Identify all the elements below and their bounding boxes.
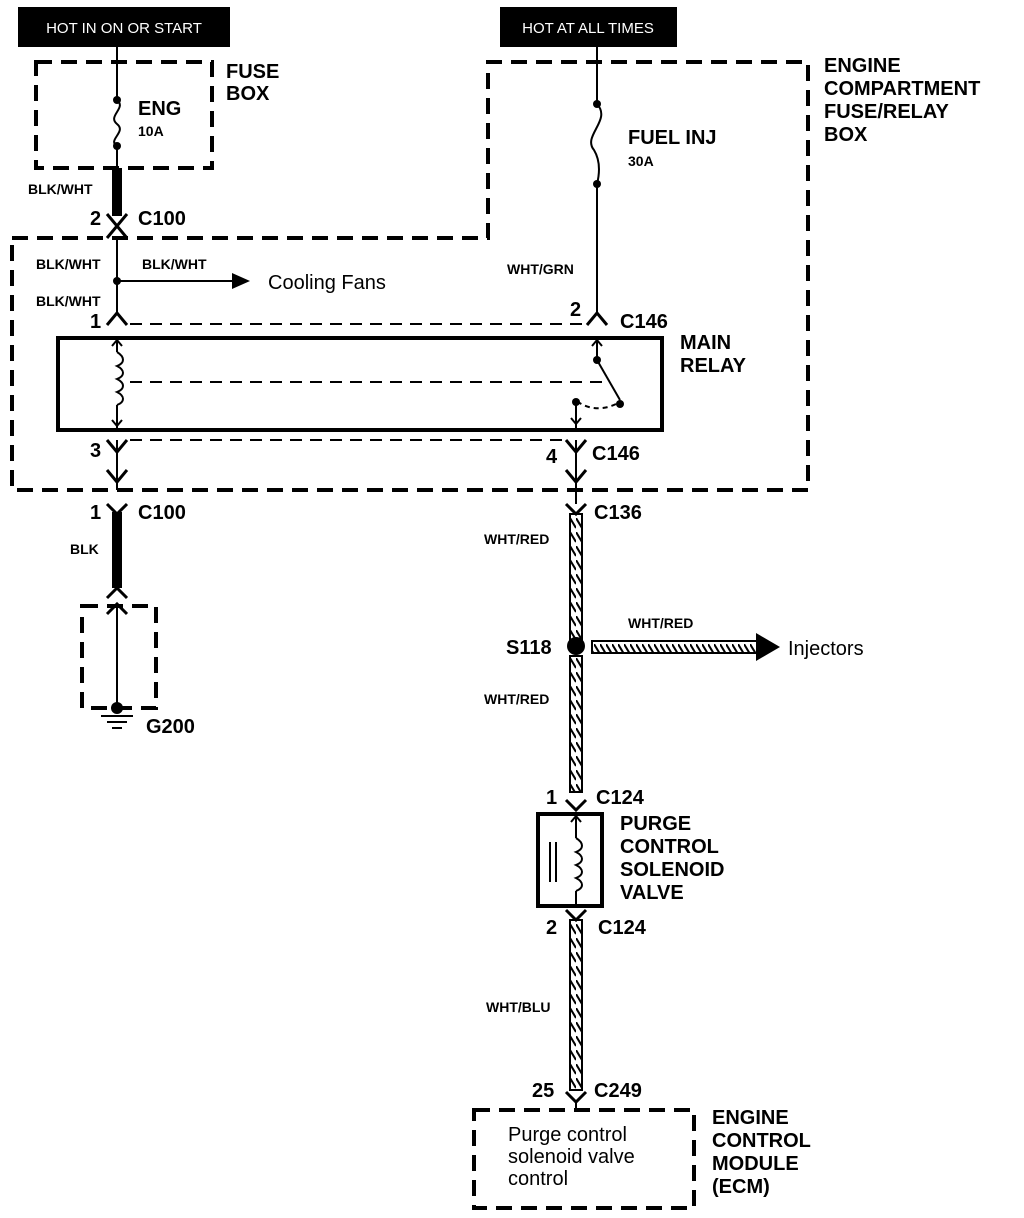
- purge-solenoid-box: [536, 812, 604, 908]
- c100-pin3: 3: [90, 440, 101, 462]
- eng-fuse-icon: [113, 99, 121, 147]
- ecm-box-outline: [472, 1108, 696, 1210]
- fuse-box-title-2: BOX: [226, 83, 270, 105]
- c146-bottom-pin: 4: [546, 446, 558, 468]
- ecm-title-4: (ECM): [712, 1176, 770, 1198]
- wire-label-blk-wht-top: BLK/WHT: [28, 181, 93, 197]
- c100-bottom-name: C100: [138, 502, 186, 524]
- solenoid-title-4: VALVE: [620, 882, 684, 904]
- connector-pin1-relay-icon: [105, 310, 129, 326]
- ground-label: G200: [146, 716, 195, 738]
- cooling-fans-label: Cooling Fans: [268, 272, 386, 294]
- connector-c124-top-icon: [564, 798, 588, 813]
- c100-top-pin: 2: [90, 208, 101, 230]
- wire-label-wht-red-branch: WHT/RED: [628, 615, 693, 631]
- wire-label-blk-wht-branch: BLK/WHT: [142, 256, 207, 272]
- ground-icon: [101, 702, 133, 729]
- wire-label-wht-blu: WHT/BLU: [486, 999, 551, 1015]
- connector-c146-top-icon: [585, 310, 609, 326]
- c249-name: C249: [594, 1080, 642, 1102]
- wire-label-wht-red-2: WHT/RED: [484, 691, 549, 707]
- fuse-box-outline: [34, 60, 214, 170]
- wire-label-wht-red-1: WHT/RED: [484, 531, 549, 547]
- solenoid-title-3: SOLENOID: [620, 859, 724, 881]
- c124-top-name: C124: [596, 787, 645, 809]
- main-relay-box: [56, 336, 664, 432]
- c100-bottom-pin: 1: [90, 502, 101, 524]
- eng-fuse-name: ENG: [138, 98, 181, 120]
- header-left-label: HOT IN ON OR START: [46, 20, 202, 37]
- solenoid-coil-icon: [549, 814, 583, 906]
- relay-switch-icon: [570, 338, 624, 430]
- c124-bottom-pin: 2: [546, 917, 557, 939]
- ecm-title-1: ENGINE: [712, 1107, 789, 1129]
- c100-top-name: C100: [138, 208, 186, 230]
- ecm-desc-3: control: [508, 1168, 568, 1190]
- injectors-arrow-icon: [756, 633, 780, 661]
- ecm-desc-2: solenoid valve: [508, 1146, 635, 1168]
- solenoid-title-1: PURGE: [620, 813, 691, 835]
- connector-c124-bottom-icon: [564, 908, 588, 923]
- c146-bottom-name: C146: [592, 443, 640, 465]
- cooling-fans-arrow-icon: [232, 273, 250, 289]
- fuse-box-title-1: FUSE: [226, 61, 279, 83]
- engine-compartment-box-outline: [10, 60, 810, 492]
- fuel-inj-fuse-name: FUEL INJ: [628, 127, 717, 149]
- wire-label-wht-grn: WHT/GRN: [507, 261, 574, 277]
- ecb-title-4: BOX: [824, 124, 868, 146]
- fuel-inj-fuse-icon: [590, 103, 603, 185]
- c249-pin: 25: [532, 1080, 554, 1102]
- c136-name: C136: [594, 502, 642, 524]
- header-right-label: HOT AT ALL TIMES: [522, 20, 654, 37]
- wire-label-blk-wht-left2: BLK/WHT: [36, 293, 101, 309]
- main-relay-title-1: MAIN: [680, 332, 731, 354]
- c146-top-name: C146: [620, 311, 668, 333]
- connector-c136-icon: [564, 502, 588, 517]
- solenoid-title-2: CONTROL: [620, 836, 719, 858]
- c146-top-pin: 2: [570, 299, 581, 321]
- ecb-title-3: FUSE/RELAY: [824, 101, 950, 123]
- wire-label-blk: BLK: [70, 541, 99, 557]
- ground-box-outline: [80, 604, 158, 710]
- splice-label: S118: [506, 637, 552, 659]
- c100-relay-pin: 1: [90, 311, 101, 333]
- eng-fuse-rating: 10A: [138, 123, 164, 139]
- c124-top-pin: 1: [546, 787, 557, 809]
- ecb-title-2: COMPARTMENT: [824, 78, 980, 100]
- ecb-title-1: ENGINE: [824, 55, 901, 77]
- header-hot-at-all-times: HOT AT ALL TIMES: [500, 7, 677, 47]
- splice-s118-icon: [567, 637, 585, 655]
- main-relay-title-2: RELAY: [680, 355, 747, 377]
- fuel-inj-fuse-rating: 30A: [628, 153, 654, 169]
- wire-label-blk-wht-left1: BLK/WHT: [36, 256, 101, 272]
- injectors-label: Injectors: [788, 638, 864, 660]
- header-hot-in-on-or-start: HOT IN ON OR START: [18, 7, 230, 47]
- ecm-title-2: CONTROL: [712, 1130, 811, 1152]
- c124-bottom-name: C124: [598, 917, 647, 939]
- ecm-title-3: MODULE: [712, 1153, 799, 1175]
- relay-coil-icon: [111, 338, 124, 430]
- ecm-desc-1: Purge control: [508, 1124, 627, 1146]
